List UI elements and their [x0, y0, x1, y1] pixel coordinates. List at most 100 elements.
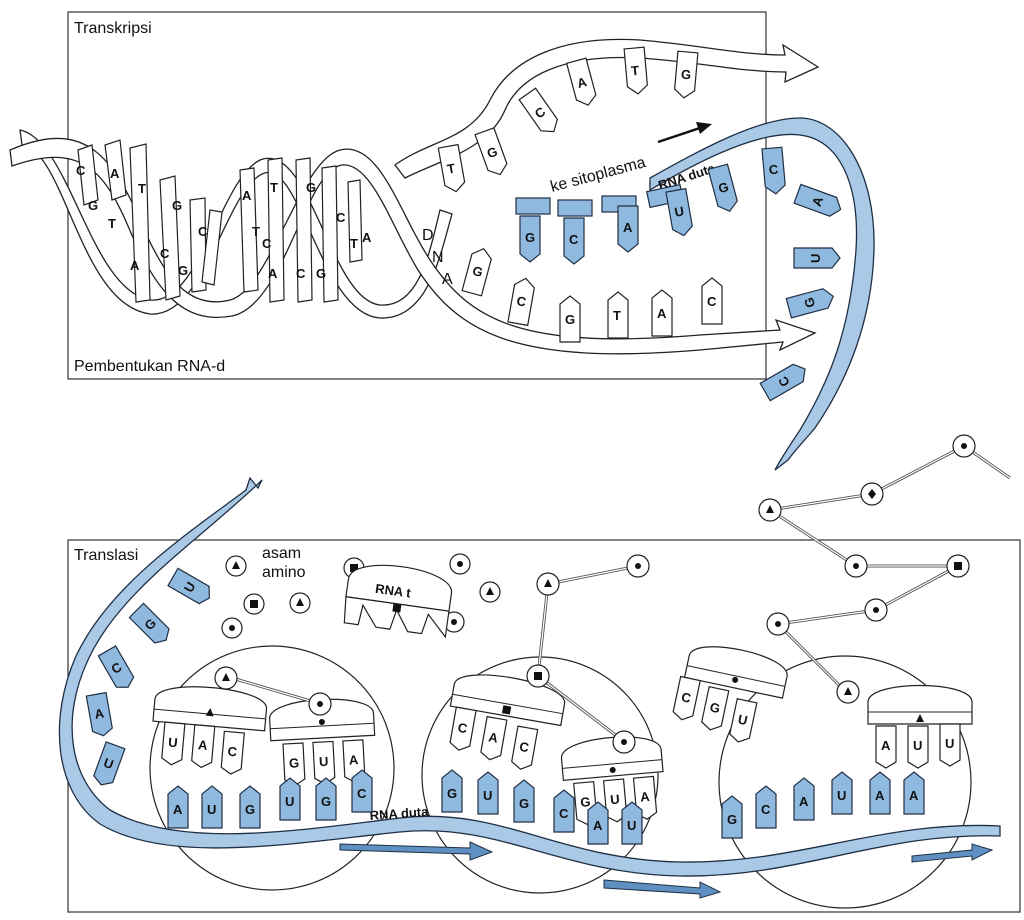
mrna-strand-top: RNA duta G C A U G C A U G C — [515, 117, 875, 471]
anticodon-letter: U — [945, 736, 954, 751]
helix-letter: C — [198, 224, 208, 239]
mrna-backbone-unit — [515, 197, 551, 215]
codon-letter: U — [837, 788, 846, 803]
mrna-base-letter: A — [93, 705, 105, 722]
helix-letter: C — [296, 266, 306, 281]
arrow-right-icon — [603, 879, 722, 899]
codon-letter: G — [519, 796, 529, 811]
transcription-title: Transkripsi — [74, 20, 152, 37]
amino-acid-label-line1: asam — [262, 545, 301, 562]
dna-strand-upper — [394, 38, 820, 179]
anticodon-letter: A — [349, 752, 360, 768]
helix-letters: C G A T T G C A T G C A T T A C G C A C … — [76, 163, 372, 281]
ribosome-3-trna: A U U — [776, 622, 973, 769]
codon-letter: U — [627, 818, 636, 833]
helix-letter: G — [306, 180, 316, 195]
lower-base-letter: A — [657, 306, 667, 321]
helix-letter: T — [270, 180, 278, 195]
codon-letter: U — [207, 802, 216, 817]
helix-letter: A — [130, 258, 140, 273]
helix-letter: T — [108, 216, 116, 231]
polypeptide-chain — [758, 434, 1011, 636]
upper-base-letter: G — [485, 144, 500, 162]
anticodon-letter: U — [610, 792, 621, 808]
translation-title: Translasi — [74, 547, 138, 564]
anticodon-letter: G — [708, 699, 721, 716]
helix-letter: T — [138, 181, 146, 196]
helix-letter: T — [252, 224, 260, 239]
codon-letter: A — [909, 788, 919, 803]
lower-base-letter: G — [471, 263, 485, 280]
codon-letter: C — [559, 806, 569, 821]
helix-letter: T — [350, 236, 358, 251]
free-amino-acids — [221, 553, 501, 639]
codon-letter: G — [727, 812, 737, 827]
codon-letter: G — [321, 794, 331, 809]
dna-helix — [9, 38, 820, 355]
codon-letter: U — [285, 794, 294, 809]
mrna-base-letter: U — [673, 203, 685, 219]
codon-letter: A — [875, 788, 885, 803]
helix-base-pairs — [77, 139, 363, 303]
ribosome-1-trnas: U A C G U A — [152, 666, 376, 787]
ribosome-3-codons: G C A U A A — [721, 771, 925, 839]
codon-letter: C — [761, 802, 771, 817]
dna-strand-back — [19, 129, 453, 319]
lower-base-letter: C — [707, 294, 717, 309]
helix-letter: G — [178, 263, 188, 278]
anticodon-letter: U — [913, 738, 922, 753]
codon-letter: A — [799, 794, 809, 809]
anticodon-letter: U — [319, 754, 329, 769]
upper-base-letter: T — [630, 63, 639, 79]
incoming-mrna-bases: U G C A U — [85, 567, 210, 786]
lower-strand-bases: G C G T A C — [461, 248, 723, 343]
codon-letter: A — [593, 818, 603, 833]
to-cytoplasm-label: ke sitoplasma — [549, 154, 648, 196]
arrow-right-icon — [911, 843, 994, 863]
dna-label-letter: D — [422, 227, 434, 244]
anticodon-letter: A — [640, 789, 651, 805]
anticodon-letter: G — [580, 794, 591, 810]
mrna-base-letter: G — [801, 296, 818, 310]
direction-arrow-icon — [657, 122, 712, 144]
dna-strand-front — [9, 137, 817, 355]
helix-letter: G — [316, 266, 326, 281]
anticodon-letter: U — [168, 735, 179, 751]
dna-label-letter: A — [442, 271, 453, 288]
mrna-ribbon-bottom — [58, 476, 1001, 877]
anticodon-letter: G — [289, 755, 300, 771]
codon-letter: G — [447, 786, 457, 801]
trna-label: RNA t — [374, 581, 412, 601]
helix-letter: A — [362, 230, 372, 245]
movement-arrows — [339, 841, 994, 899]
ribosome-1-codons: A U G U G C — [167, 769, 373, 829]
anticodon-letter: A — [197, 737, 208, 753]
helix-letter: A — [110, 166, 120, 181]
upper-base-letter: A — [575, 74, 589, 91]
mrna-base-letter: C — [768, 162, 779, 178]
leaving-trna: C G U — [672, 646, 788, 743]
dna-label-letter: N — [432, 249, 444, 266]
upper-base-letter: G — [680, 67, 691, 83]
mrna-ribbon-top — [649, 117, 875, 471]
codon-letter: C — [357, 786, 367, 801]
mrna-label-bottom: RNA duta — [369, 804, 429, 823]
arrow-right-icon — [339, 841, 494, 861]
anticodon-letter: C — [680, 689, 693, 706]
helix-letter: C — [160, 246, 170, 261]
helix-letter: C — [76, 163, 86, 178]
helix-letter: G — [88, 198, 98, 213]
mrna-base-letter: C — [569, 232, 579, 247]
anticodon-letter: C — [457, 720, 469, 737]
codon-letter: U — [483, 788, 492, 803]
transcription-footer: Pembentukan RNA-d — [74, 358, 225, 375]
ribosome-2-codons: G U G C A U — [441, 769, 643, 845]
mrna-strand-bottom: RNA duta — [58, 476, 1001, 877]
mrna-backbone-unit — [557, 199, 593, 217]
anticodon-letter: C — [518, 739, 530, 756]
anticodon-letter: U — [737, 712, 749, 729]
lower-base-letter: G — [565, 312, 575, 327]
codon-letter: A — [173, 802, 183, 817]
lower-base-letter: C — [516, 293, 528, 310]
